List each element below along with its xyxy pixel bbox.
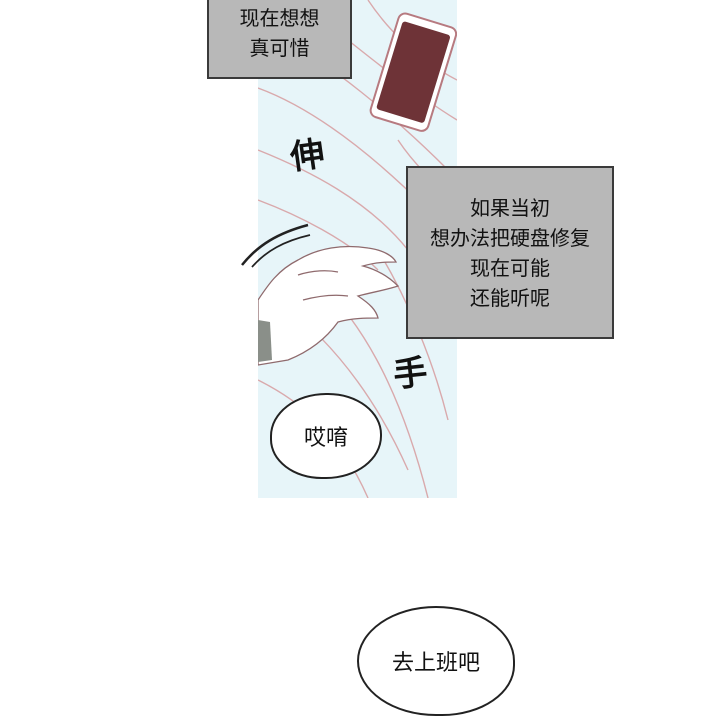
bubble-text: 哎唷 [303,426,348,451]
caption-box-middle: 如果当初 想办法把硬盘修复 现在可能 还能听呢 [406,166,614,339]
smartphone [369,12,457,132]
bubble-text: 去上班吧 [391,651,480,676]
sleeve [258,320,272,362]
speech-bubble-go-to-work: 去上班吧 [357,606,515,716]
speech-bubble-sigh: 哎唷 [270,393,382,479]
caption-box-top: 现在想想 真可惜 [207,0,352,79]
sfx-stretch: 伸 [287,133,328,179]
caption-line: 想办法把硬盘修复 [430,225,590,250]
caption-line: 现在可能 [470,255,550,280]
caption-line: 现在想想 [239,6,320,30]
caption-line: 真可惜 [249,36,310,60]
motion-lines [241,223,311,268]
caption-line: 还能听呢 [470,285,550,310]
caption-line: 如果当初 [470,195,550,220]
sfx-hand: 手 [391,352,430,396]
hand-reaching [258,245,400,366]
